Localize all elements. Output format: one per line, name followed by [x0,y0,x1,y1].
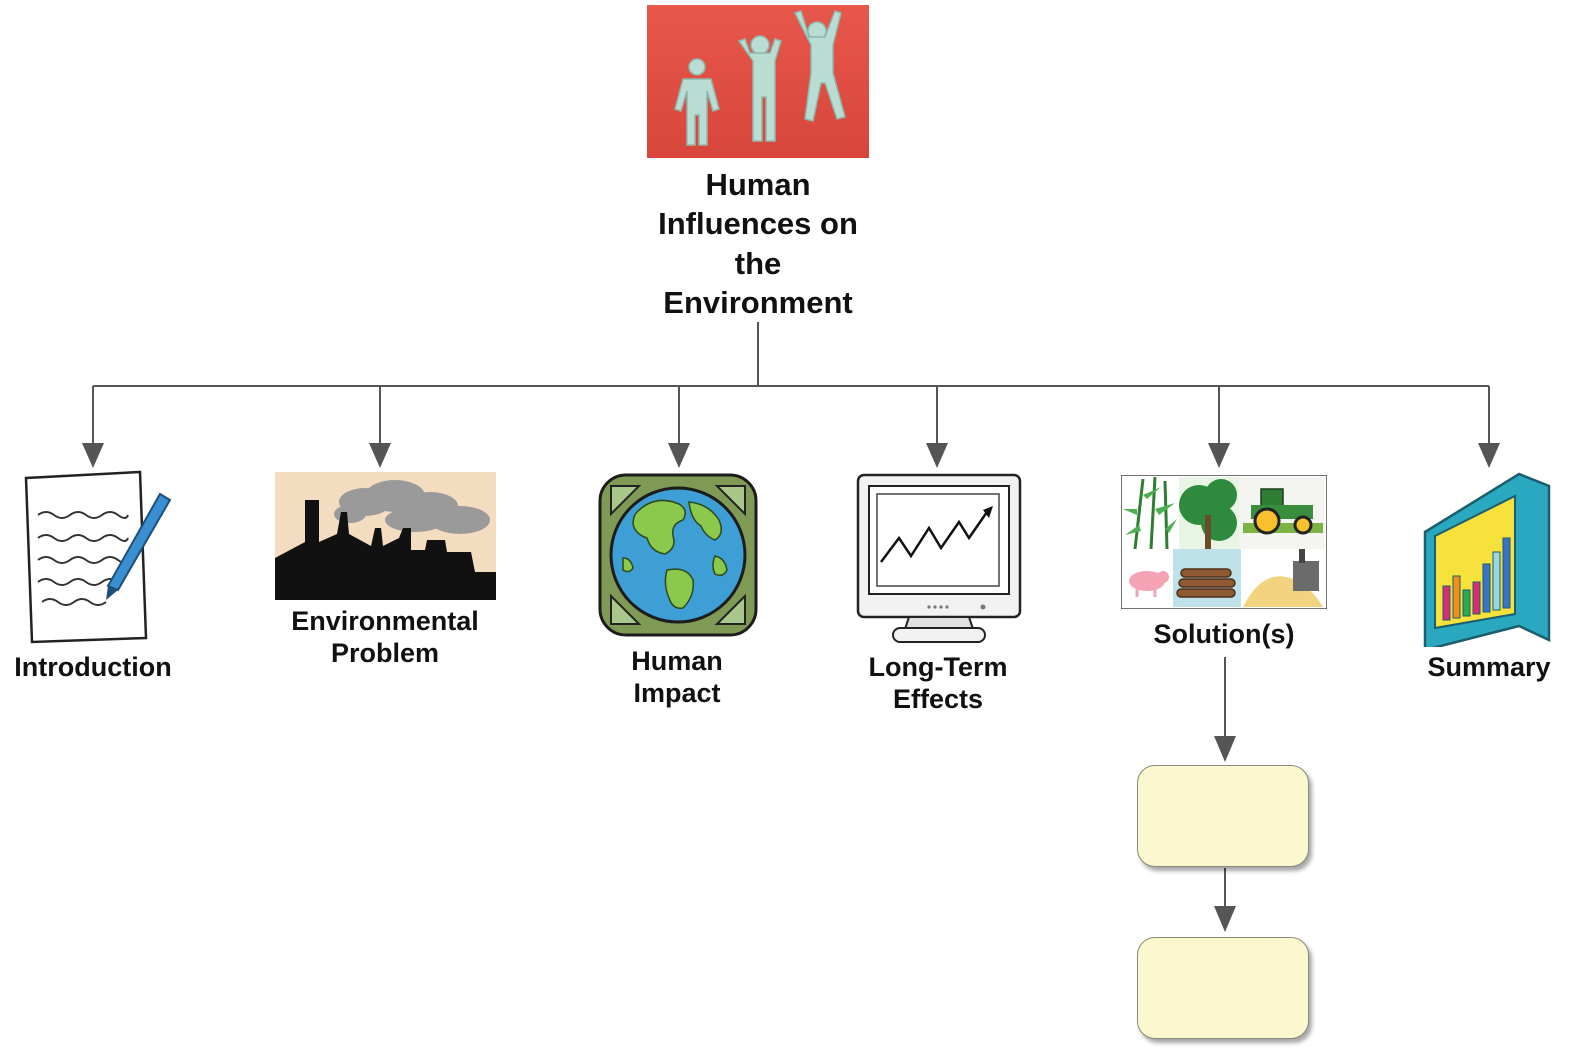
writing-paper-icon [24,470,172,644]
root-title: Human Influences on the Environment [608,165,908,322]
node-summary: Summary [1404,652,1574,684]
arrowhead-introduction [82,443,104,468]
arrowhead-step-2 [1214,906,1236,932]
node-long-term-effects-line-1: Long-Term [868,652,1008,682]
solution-step-box-1[interactable] [1137,765,1309,867]
node-environmental-problem-line-1: Environmental [291,606,479,636]
node-solutions: Solution(s) [1124,619,1324,651]
solution-step-box-2[interactable] [1137,937,1309,1039]
node-environmental-problem-line-2: Problem [330,637,440,668]
farm-collage-icon [1121,475,1327,609]
node-introduction: Introduction [3,652,183,684]
arrowhead-summary [1478,443,1500,468]
arrowhead-environmental-problem [369,443,391,468]
node-human-impact: Human Impact [577,646,777,710]
node-long-term-effects: Long-Term Effects [838,652,1038,716]
people-jumping-icon [647,5,869,158]
root-title-line-3: the [734,245,782,281]
factory-smoke-icon [275,472,496,600]
node-summary-label: Summary [1427,652,1551,682]
node-long-term-effects-line-2: Effects [892,683,984,714]
monitor-chart-icon [856,473,1022,643]
node-environmental-problem: Environmental Problem [260,606,510,670]
node-human-impact-line-1: Human [631,646,723,676]
root-title-line-2: Influences on [658,206,858,242]
bar-chart-folder-icon [1423,472,1551,647]
globe-icon [598,473,758,637]
node-introduction-label: Introduction [14,652,172,682]
node-solutions-label: Solution(s) [1153,619,1295,649]
arrowhead-long-term-effects [926,443,948,468]
root-title-line-4: Environment [663,285,853,321]
arrowhead-solutions [1208,443,1230,468]
root-title-line-1: Human [705,167,811,202]
arrowhead-human-impact [668,443,690,468]
arrowhead-step-1 [1214,736,1236,762]
node-human-impact-line-2: Impact [633,677,721,708]
